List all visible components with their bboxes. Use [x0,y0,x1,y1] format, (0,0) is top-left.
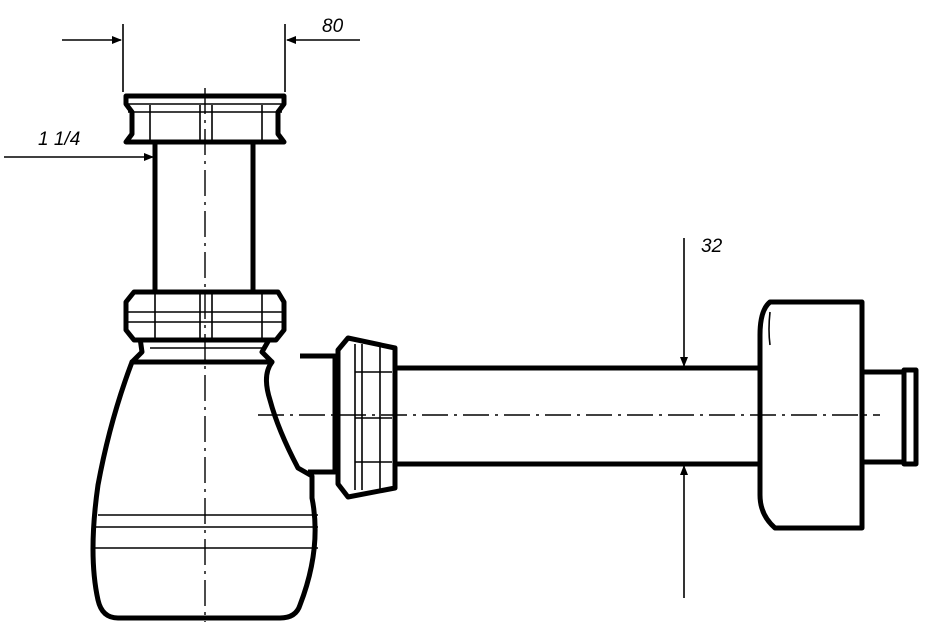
dimension-width-label: 80 [322,16,344,37]
dimension-outlet: 32 [680,236,723,598]
vertical-tube [152,139,256,295]
outlet-union-nut [300,335,398,500]
dimension-thread-label: 1 1/4 [38,129,80,150]
dimension-outlet-label: 32 [701,236,723,257]
outlet-pipe [389,365,767,467]
dimension-thread: 1 1/4 [4,129,154,161]
center-lines [204,88,880,622]
dimension-width: 80 [62,16,360,92]
top-nut [123,93,287,145]
